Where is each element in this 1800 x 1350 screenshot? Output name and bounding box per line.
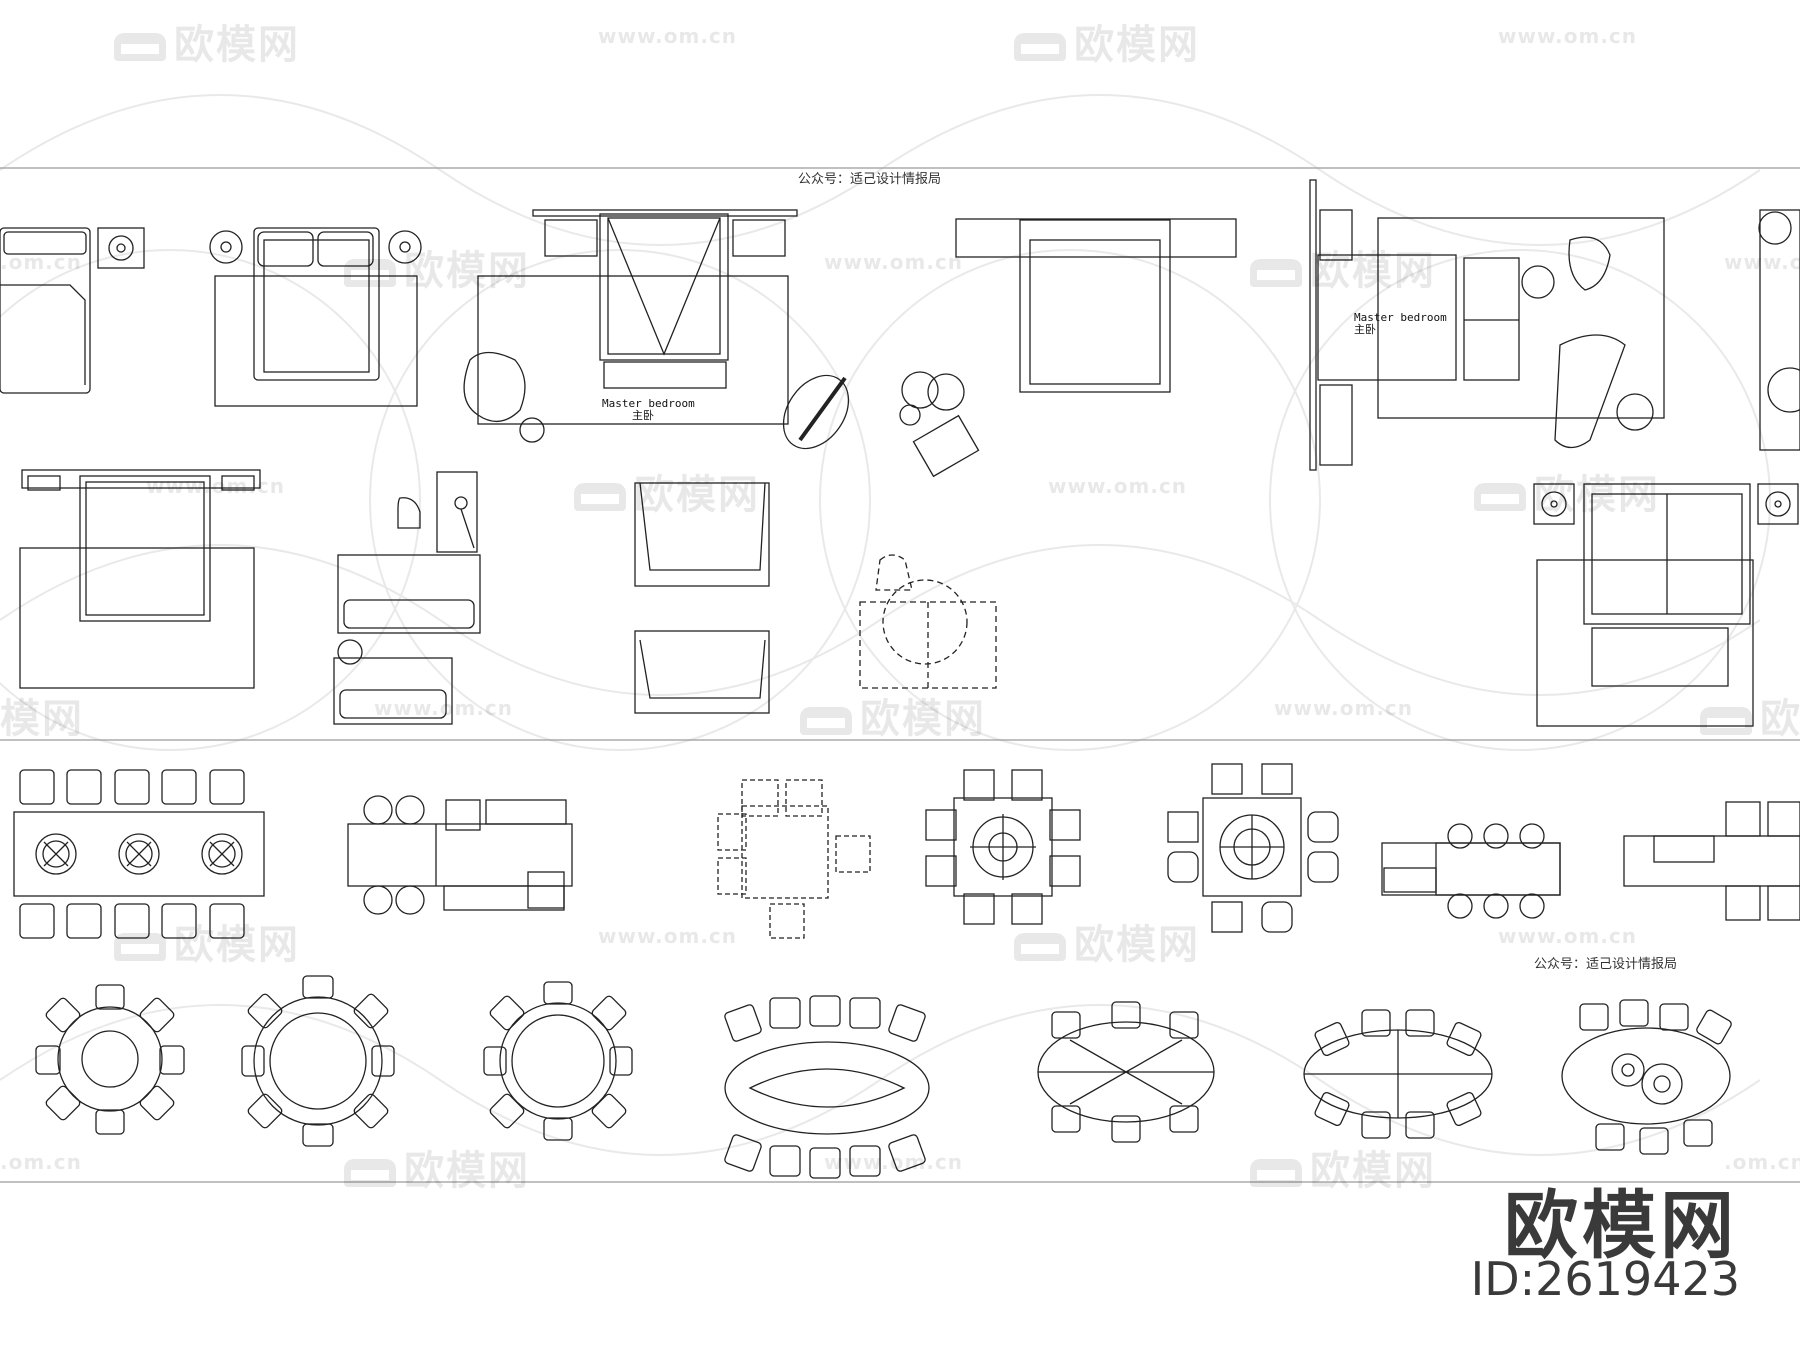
dining-table-island: [1381, 823, 1561, 919]
bed-plan-7: [19, 469, 261, 689]
dining-table-square-10: [1167, 763, 1339, 933]
dining-table-bar: [347, 795, 573, 915]
oval-table-4: [1561, 999, 1732, 1155]
bed-plan-5: [1309, 179, 1665, 471]
bed-plan-6: [1758, 209, 1800, 451]
round-table-1: [35, 984, 185, 1135]
bed-plan-4: [899, 218, 1237, 478]
dining-table-square-8: [925, 769, 1081, 925]
bed-plan-2: [209, 227, 422, 407]
bed-plan-3: [463, 209, 850, 450]
bed-plan-9: [634, 482, 770, 714]
oval-table-3: [1303, 1009, 1493, 1139]
dining-table-dashed: [717, 779, 871, 939]
bed-plan-10: [859, 554, 997, 689]
round-table-3: [483, 981, 633, 1141]
section-frame-lines: [0, 167, 1800, 1183]
round-table-2: [241, 975, 395, 1147]
bed-plan-8: [333, 471, 481, 725]
bedroom-plans: [0, 179, 1800, 727]
oval-table-1: [724, 995, 930, 1179]
bed-plan-1: [0, 227, 145, 394]
oval-table-2: [1037, 1001, 1215, 1143]
dining-table-partial: [1623, 801, 1800, 921]
background-watermark-arcs: [0, 94, 1771, 1156]
dining-table-rect-10: [13, 769, 265, 939]
bed-plan-11: [1533, 483, 1799, 727]
dining-plans: [13, 763, 1800, 1179]
